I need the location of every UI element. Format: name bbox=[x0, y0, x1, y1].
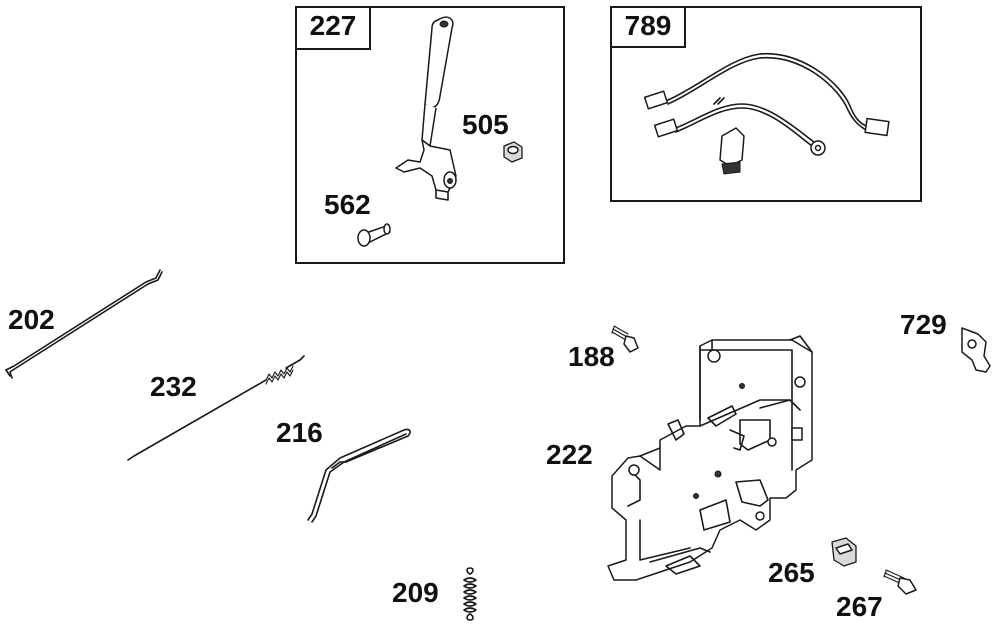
part-729-clip bbox=[961, 327, 991, 373]
callout-209: 209 bbox=[392, 577, 439, 608]
part-202-rod bbox=[5, 269, 163, 379]
callout-232: 232 bbox=[150, 371, 197, 402]
part-267-screw bbox=[883, 569, 917, 595]
callout-729: 729 bbox=[900, 309, 947, 340]
part-222-bracket bbox=[607, 335, 813, 581]
callout-267: 267 bbox=[836, 591, 883, 622]
callout-202: 202 bbox=[8, 304, 55, 335]
part-562-pin bbox=[357, 223, 391, 247]
callout-222: 222 bbox=[546, 439, 593, 470]
part-209-spring bbox=[463, 567, 477, 621]
part-232-spring-link bbox=[127, 355, 305, 461]
part-227-lever bbox=[395, 16, 457, 201]
box-tag-227: 227 bbox=[295, 6, 371, 50]
part-188-screw bbox=[611, 325, 639, 353]
callout-265: 265 bbox=[768, 557, 815, 588]
part-216-link bbox=[307, 428, 411, 523]
part-505-nut bbox=[503, 141, 523, 163]
box-tag-789: 789 bbox=[610, 6, 686, 48]
callout-505: 505 bbox=[462, 109, 509, 140]
part-265-clip bbox=[831, 537, 857, 567]
callout-562: 562 bbox=[324, 189, 371, 220]
part-789-harness bbox=[643, 52, 890, 175]
callout-216: 216 bbox=[276, 417, 323, 448]
callout-188: 188 bbox=[568, 341, 615, 372]
